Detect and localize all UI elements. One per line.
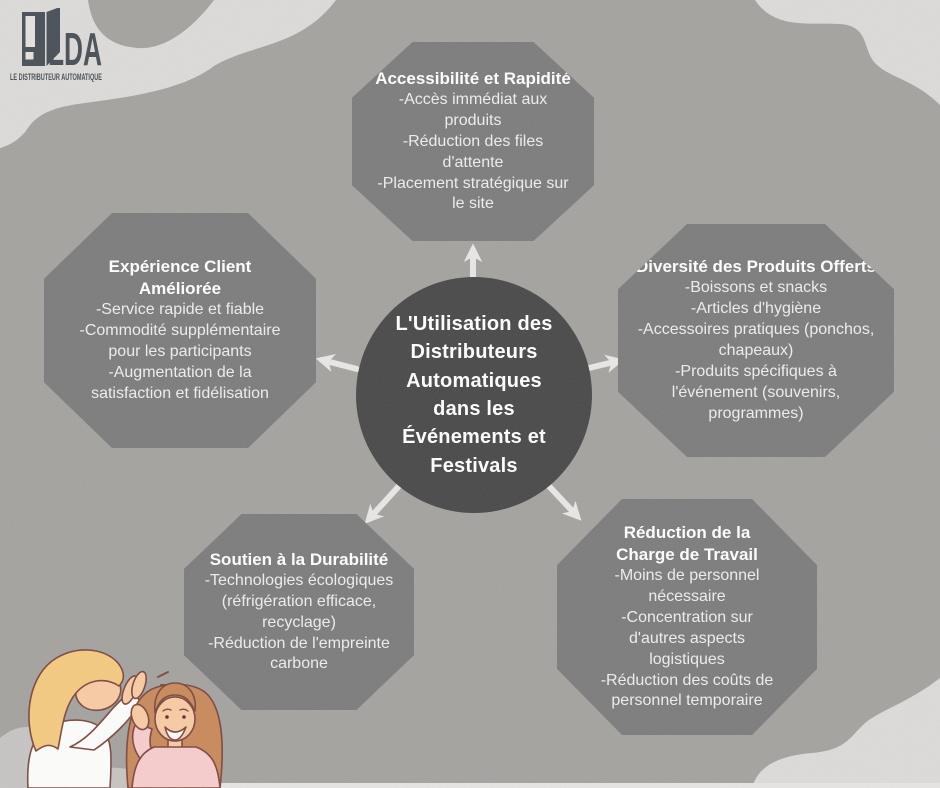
node-item: -Boissons et snacks xyxy=(684,279,828,297)
node-item: -Concentration sur d'autres aspects logi… xyxy=(621,608,753,668)
node-item: -Réduction des coûts de personnel tempor… xyxy=(600,671,774,710)
node-item: -Commodité supplémentaire pour les parti… xyxy=(79,322,281,361)
node-item-list: -Boissons et snacks -Articles d'hygiène -A… xyxy=(634,278,879,425)
node-item: -Technologies écologiques (réfrigération… xyxy=(204,571,394,631)
node-title: Réduction de la Charge de Travail xyxy=(616,522,758,564)
node-experience-client: Expérience Client Améliorée -Service rap… xyxy=(44,213,316,448)
illustration-two-women xyxy=(0,649,223,788)
node-item: -Service rapide et fiable xyxy=(95,301,265,319)
arrow-left xyxy=(315,354,360,373)
node-item: -Placement stratégique sur le site xyxy=(377,174,569,213)
node-item: -Moins de personnel nécessaire xyxy=(614,566,760,605)
arrow-bottom-left xyxy=(364,483,402,524)
brand-logo: LDA LE DISTRIBUTEUR AUTOMATIQUE xyxy=(10,8,102,82)
node-reduction-charge-travail: Réduction de la Charge de Travail -Moins… xyxy=(557,499,817,735)
node-item-list: -Service rapide et fiable -Commodité supp… xyxy=(68,300,293,405)
node-item-list: -Accès immédiat aux produits-Réduction d… xyxy=(371,90,576,216)
center-topic-circle: L'Utilisation des Distributeurs Automati… xyxy=(356,277,592,513)
right-woman-torso xyxy=(131,746,221,788)
node-accessibilite-rapidite: Accessibilité et Rapidité -Accès immédia… xyxy=(352,42,594,241)
brand-name: LDA xyxy=(48,23,102,75)
node-diversite-produits: Diversité des Produits Offerts -Boissons… xyxy=(618,224,894,457)
node-item: -Augmentation de la satisfaction et fidé… xyxy=(91,364,269,403)
center-topic-title: L'Utilisation des Distributeurs Automati… xyxy=(395,312,553,477)
node-item: -Accès immédiat aux produits xyxy=(398,90,548,129)
node-title: Accessibilité et Rapidité xyxy=(375,68,571,88)
node-item: -Produits spécifiques à l'événement (sou… xyxy=(671,363,841,422)
brand-tagline: LE DISTRIBUTEUR AUTOMATIQUE xyxy=(10,72,102,82)
node-title: Diversité des Produits Offerts xyxy=(636,257,876,277)
blob-top-right xyxy=(755,0,940,105)
node-item: -Réduction des files d'attente xyxy=(402,132,544,171)
node-title: Soutien à la Durabilité xyxy=(209,549,389,569)
node-title: Expérience Client Améliorée xyxy=(108,257,252,299)
node-item: -Articles d'hygiène xyxy=(690,300,822,318)
node-item: -Accessoires pratiques (ponchos, chapeau… xyxy=(637,321,875,360)
arrow-right xyxy=(586,354,625,373)
arrow-bottom-right xyxy=(544,481,582,521)
node-item-list: -Moins de personnel nécessaire-Concentra… xyxy=(598,566,776,713)
